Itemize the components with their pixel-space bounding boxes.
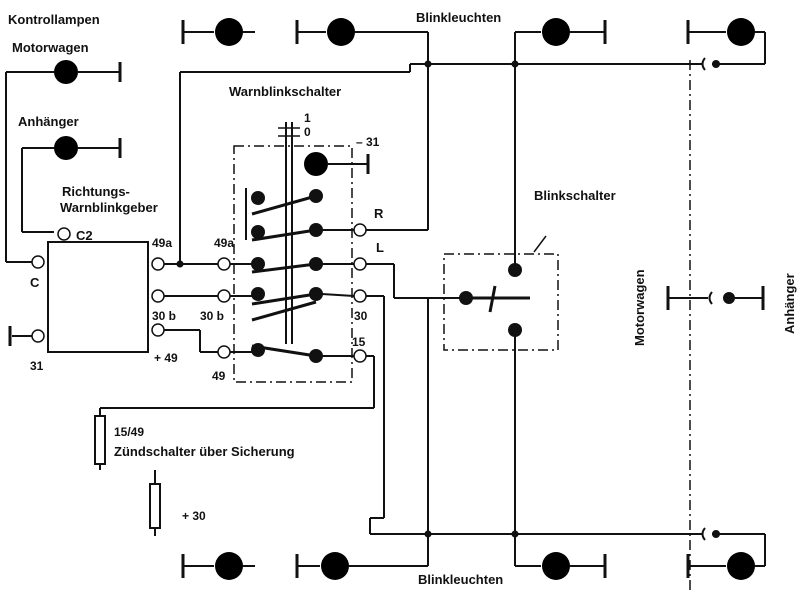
label-minus31: – 31	[356, 135, 380, 149]
terminal-icon	[151, 323, 165, 337]
bottom-lamp-row	[181, 527, 766, 580]
terminal-icon	[353, 349, 367, 363]
trailer-coupling	[666, 286, 765, 310]
label-49a-right: 49a	[214, 236, 234, 250]
lamp-icon	[215, 552, 243, 580]
labels: Kontrollampen Motorwagen Anhänger Richtu…	[8, 10, 797, 587]
terminal-icon	[217, 289, 231, 303]
lamp-icon	[54, 60, 78, 84]
label-kontrollampen: Kontrollampen	[8, 12, 100, 27]
label-15: 15	[352, 335, 366, 349]
terminal-icon	[151, 289, 165, 303]
lamp-icon	[542, 18, 570, 46]
lamp-icon	[727, 552, 755, 580]
label-c2: C2	[76, 228, 93, 243]
label-blinkschalter: Blinkschalter	[534, 188, 616, 203]
terminal-icon	[57, 227, 71, 241]
label-30b-left: 30 b	[152, 309, 176, 323]
label-31: 31	[30, 359, 44, 373]
fuse-icon	[94, 408, 106, 470]
label-sw0: 0	[304, 125, 311, 139]
terminal-icon	[31, 255, 45, 269]
label-L: L	[376, 240, 384, 255]
label-c: C	[30, 275, 40, 290]
terminal-icon	[353, 257, 367, 271]
lamp-icon	[321, 552, 349, 580]
terminal-icon	[217, 345, 231, 359]
label-49: 49	[212, 369, 226, 383]
terminal-icon	[217, 257, 231, 271]
top-lamp-row	[181, 18, 766, 71]
terminal-icon	[353, 223, 367, 237]
label-zuendschalter: Zündschalter über Sicherung	[114, 444, 295, 459]
label-49a-left: 49a	[152, 236, 172, 250]
label-warnblinkgeber: Warnblinkgeber	[60, 200, 158, 215]
lamp-icon	[54, 136, 78, 160]
label-blinkleuchten-bottom: Blinkleuchten	[418, 572, 503, 587]
lamp-icon	[304, 152, 328, 176]
label-fuse-15-49: 15/49	[114, 425, 144, 439]
hazard-switch	[217, 122, 370, 383]
label-30b-right: 30 b	[200, 309, 224, 323]
fuse-icon	[149, 470, 161, 536]
label-motorwagen-top: Motorwagen	[12, 40, 89, 55]
lamp-icon	[727, 18, 755, 46]
lamp-icon	[327, 18, 355, 46]
flasher-wiring	[164, 64, 411, 353]
terminal-icon	[151, 257, 165, 271]
label-sw1: 1	[304, 111, 311, 125]
turn-signal-switch	[443, 64, 559, 534]
switch-output-wiring	[100, 64, 462, 534]
control-lamps	[5, 60, 122, 263]
label-plus49: + 49	[154, 351, 178, 365]
lamp-icon	[215, 18, 243, 46]
terminal-icon	[353, 289, 367, 303]
label-30: 30	[354, 309, 368, 323]
label-R: R	[374, 206, 384, 221]
label-anhaenger-top: Anhänger	[18, 114, 79, 129]
label-blinkleuchten-top: Blinkleuchten	[416, 10, 501, 25]
lamp-icon	[542, 552, 570, 580]
label-motorwagen-side: Motorwagen	[632, 269, 647, 346]
label-richtungs: Richtungs-	[62, 184, 130, 199]
flasher-unit	[8, 227, 165, 353]
terminal-icon	[31, 329, 45, 343]
label-plus30: + 30	[182, 509, 206, 523]
label-anhaenger-side: Anhänger	[782, 273, 797, 334]
label-warnblinkschalter: Warnblinkschalter	[229, 84, 341, 99]
